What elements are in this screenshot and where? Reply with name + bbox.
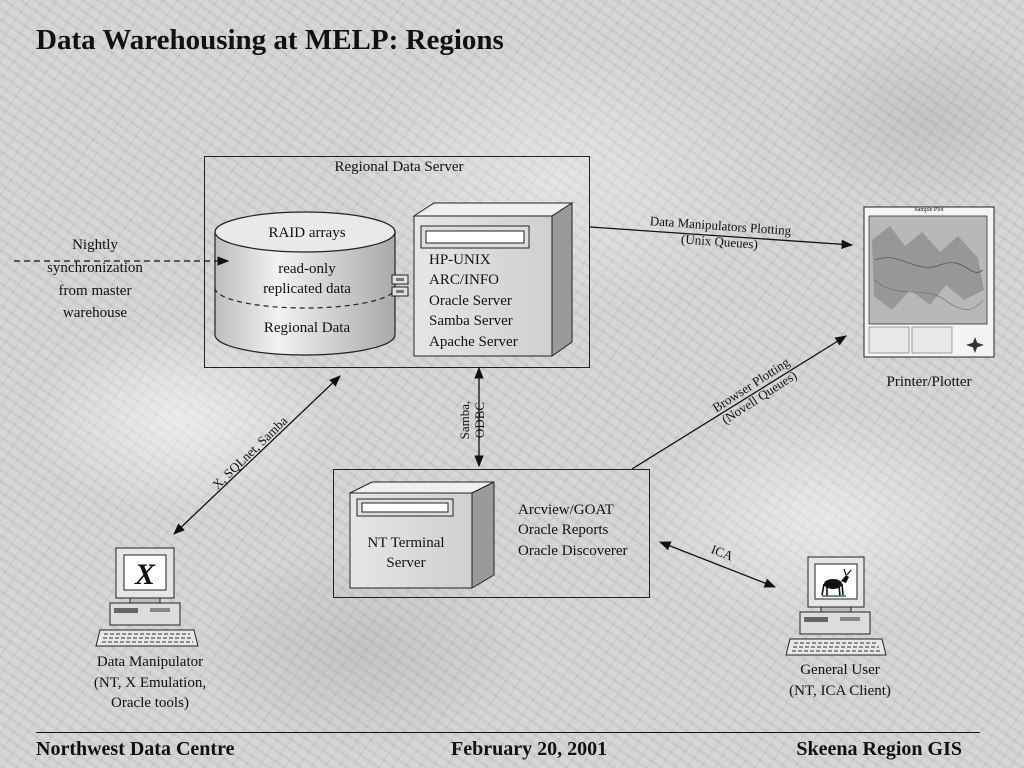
- samba-odbc-label-2: ODBC: [472, 401, 487, 439]
- footer-divider: [36, 732, 980, 733]
- unix-server-icon: [412, 202, 574, 357]
- app-oracle-discoverer: Oracle Discoverer: [518, 543, 628, 559]
- general-user-label-2: (NT, ICA Client): [789, 683, 891, 699]
- nightly-sync-line-1: Nightly: [72, 237, 118, 253]
- footer-right: Skeena Region GIS: [796, 738, 962, 760]
- unix-plot-arrow: [589, 226, 854, 249]
- samba-odbc-label-1: Samba,: [457, 400, 472, 440]
- app-oracle-reports: Oracle Reports: [518, 522, 609, 538]
- data-manipulator-label-2: (NT, X Emulation,: [93, 675, 207, 691]
- software-apache-server: Apache Server: [429, 334, 518, 350]
- nightly-sync-line-3: from master: [58, 283, 132, 299]
- goat-icon: [821, 568, 852, 597]
- printer-map-title: Sample Plot: [914, 207, 944, 213]
- ica-arrow: [658, 541, 777, 588]
- samba-odbc-label: Samba, ODBC: [457, 385, 487, 455]
- footer-center: February 20, 2001: [451, 738, 608, 760]
- nightly-sync-line-4: warehouse: [62, 305, 128, 321]
- replicated-data-label-1: read-only: [278, 261, 336, 277]
- regional-server-label: Regional Data Server: [334, 159, 464, 175]
- replicated-data-label-2: replicated data: [263, 281, 351, 297]
- regional-data-label: Regional Data: [263, 320, 351, 336]
- general-user-label-1: General User: [800, 662, 880, 678]
- software-hp-unix: HP-UNIX: [429, 252, 491, 268]
- raid-label: RAID arrays: [268, 225, 346, 241]
- software-oracle-server: Oracle Server: [429, 293, 512, 309]
- regional-server-box: [204, 156, 590, 368]
- footer-left: Northwest Data Centre: [36, 738, 235, 760]
- app-arcview-goat: Arcview/GOAT: [518, 502, 614, 518]
- nightly-sync-line-2: synchronization: [47, 260, 143, 276]
- page-title: Data Warehousing at MELP: Regions: [36, 24, 504, 56]
- printer-plot-map: [863, 206, 995, 358]
- data-manipulator-label-1: Data Manipulator: [96, 654, 204, 670]
- raid-cylinder: [214, 211, 396, 356]
- x-logo-icon: X: [134, 558, 156, 591]
- printer-label: Printer/Plotter: [886, 374, 972, 390]
- software-arc-info: ARC/INFO: [429, 272, 500, 288]
- storage-connector-icon: [391, 274, 409, 297]
- data-manipulator-label-3: Oracle tools): [111, 695, 189, 711]
- x-workstation-icon: [95, 547, 199, 647]
- software-samba-server: Samba Server: [429, 313, 513, 329]
- x-sqlnet-arrow: [173, 375, 341, 535]
- nt-server-icon: [349, 481, 495, 589]
- nt-server-label-2: Server: [386, 555, 426, 571]
- ica-workstation-icon: [785, 556, 887, 656]
- nt-server-label-1: NT Terminal: [367, 535, 445, 551]
- browser-plot-arrow: [631, 335, 847, 470]
